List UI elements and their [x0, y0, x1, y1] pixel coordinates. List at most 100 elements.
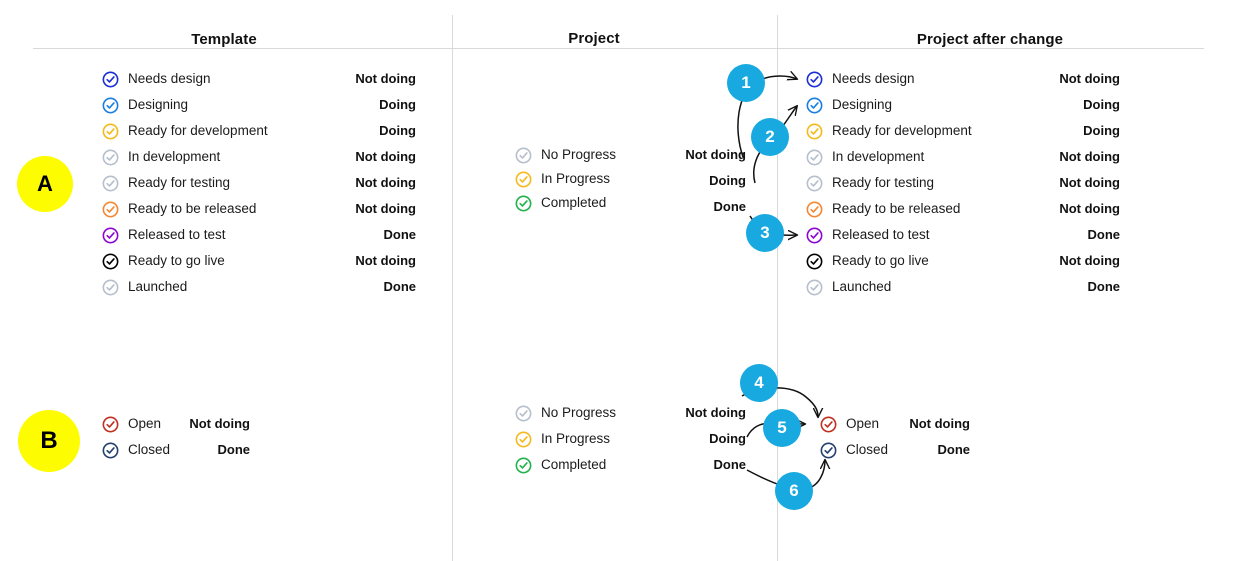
- divider-horizontal-header: [33, 48, 1204, 49]
- status-row-label: In Progress: [541, 431, 611, 447]
- status-row-label: Completed: [541, 457, 607, 473]
- status-row-value: Done: [1087, 227, 1121, 242]
- check-circle-icon: [515, 171, 532, 187]
- mapping-value: Not doing: [685, 405, 746, 420]
- step-badge-5-label: 5: [777, 418, 787, 437]
- status-row-label: Designing: [128, 97, 189, 113]
- check-circle-icon: [515, 405, 532, 421]
- status-row[interactable]: Ready to go live: [806, 251, 929, 271]
- status-row[interactable]: Ready to be released: [102, 199, 256, 219]
- status-row[interactable]: Open: [820, 414, 879, 434]
- status-row[interactable]: Ready for testing: [806, 173, 934, 193]
- mapping-value: Done: [713, 457, 747, 472]
- check-circle-icon: [102, 253, 119, 269]
- status-row[interactable]: Released to test: [806, 225, 930, 245]
- step-badge-1[interactable]: 1: [727, 64, 765, 102]
- status-row[interactable]: In development: [806, 147, 924, 167]
- status-row-label: Released to test: [128, 227, 226, 243]
- check-circle-icon: [806, 279, 823, 295]
- mapping-value: Doing: [709, 173, 746, 188]
- status-row[interactable]: Launched: [102, 277, 187, 297]
- status-row[interactable]: Needs design: [806, 69, 915, 89]
- check-circle-icon: [515, 147, 532, 163]
- status-row[interactable]: In Progress: [515, 429, 610, 449]
- status-row-label: Completed: [541, 195, 607, 211]
- status-row-label: Ready for development: [832, 123, 972, 139]
- status-row-label: Ready to be released: [832, 201, 961, 217]
- status-row-value: Not doing: [1059, 253, 1120, 268]
- section-marker-a: A: [17, 156, 73, 212]
- check-circle-icon: [806, 149, 823, 165]
- mapping-value: Done: [713, 199, 747, 214]
- step-badge-2[interactable]: 2: [751, 118, 789, 156]
- status-row[interactable]: Ready for development: [806, 121, 972, 141]
- step-badge-6[interactable]: 6: [775, 472, 813, 510]
- step-badge-3-label: 3: [760, 223, 770, 242]
- section-marker-a-label: A: [37, 171, 53, 196]
- check-circle-icon: [102, 279, 119, 295]
- status-row[interactable]: Needs design: [102, 69, 211, 89]
- status-row[interactable]: Completed: [515, 193, 606, 213]
- step-badge-4[interactable]: 4: [740, 364, 778, 402]
- divider-vertical-left: [452, 15, 453, 561]
- status-row-value: Not doing: [1059, 149, 1120, 164]
- status-row-label: No Progress: [541, 147, 617, 163]
- status-row-value: Not doing: [909, 416, 970, 431]
- step-badge-6-label: 6: [789, 481, 799, 500]
- check-circle-icon: [806, 253, 823, 269]
- check-circle-icon: [102, 123, 119, 139]
- status-row-label: Closed: [128, 442, 171, 458]
- status-row[interactable]: Ready to be released: [806, 199, 960, 219]
- status-row[interactable]: No Progress: [515, 403, 616, 423]
- status-row[interactable]: Released to test: [102, 225, 226, 245]
- status-row-label: Launched: [832, 279, 892, 295]
- check-circle-icon: [102, 416, 119, 432]
- check-circle-icon: [102, 442, 119, 458]
- check-circle-icon: [806, 97, 823, 113]
- status-row[interactable]: Designing: [806, 95, 892, 115]
- status-row[interactable]: In development: [102, 147, 220, 167]
- check-circle-icon: [820, 442, 837, 458]
- check-circle-icon: [806, 123, 823, 139]
- status-row-label: Open: [128, 416, 162, 432]
- status-row-value: Done: [217, 442, 251, 457]
- status-row[interactable]: Closed: [102, 440, 170, 460]
- status-row[interactable]: Ready for testing: [102, 173, 230, 193]
- status-row-value: Not doing: [189, 416, 250, 431]
- status-row[interactable]: Designing: [102, 95, 188, 115]
- status-row[interactable]: Ready for development: [102, 121, 268, 141]
- status-row-value: Not doing: [355, 149, 416, 164]
- mapping-value: Doing: [709, 431, 746, 446]
- status-row[interactable]: Open: [102, 414, 161, 434]
- section-marker-b-label: B: [40, 427, 58, 454]
- status-row-label: Ready for development: [128, 123, 268, 139]
- step-badge-4-label: 4: [754, 373, 764, 392]
- status-row-value: Not doing: [1059, 175, 1120, 190]
- check-circle-icon: [515, 195, 532, 211]
- status-row-label: In development: [128, 149, 221, 165]
- status-row-label: Launched: [128, 279, 188, 295]
- status-row[interactable]: Launched: [806, 277, 891, 297]
- status-row-value: Done: [937, 442, 971, 457]
- status-row-label: Designing: [832, 97, 893, 113]
- status-row-label: Ready for testing: [128, 175, 231, 191]
- check-circle-icon: [102, 175, 119, 191]
- step-badge-3[interactable]: 3: [746, 214, 784, 252]
- status-row-label: No Progress: [541, 405, 617, 421]
- step-badge-5[interactable]: 5: [763, 409, 801, 447]
- status-row-value: Doing: [379, 97, 416, 112]
- status-row[interactable]: No Progress: [515, 145, 616, 165]
- status-row[interactable]: Ready to go live: [102, 251, 225, 271]
- status-row[interactable]: Closed: [820, 440, 888, 460]
- status-row-label: Ready for testing: [832, 175, 935, 191]
- status-row[interactable]: Completed: [515, 455, 606, 475]
- status-row-label: Released to test: [832, 227, 930, 243]
- check-circle-icon: [515, 431, 532, 447]
- check-circle-icon: [806, 227, 823, 243]
- check-circle-icon: [806, 201, 823, 217]
- status-row[interactable]: In Progress: [515, 169, 610, 189]
- status-row-value: Doing: [379, 123, 416, 138]
- status-row-value: Not doing: [1059, 201, 1120, 216]
